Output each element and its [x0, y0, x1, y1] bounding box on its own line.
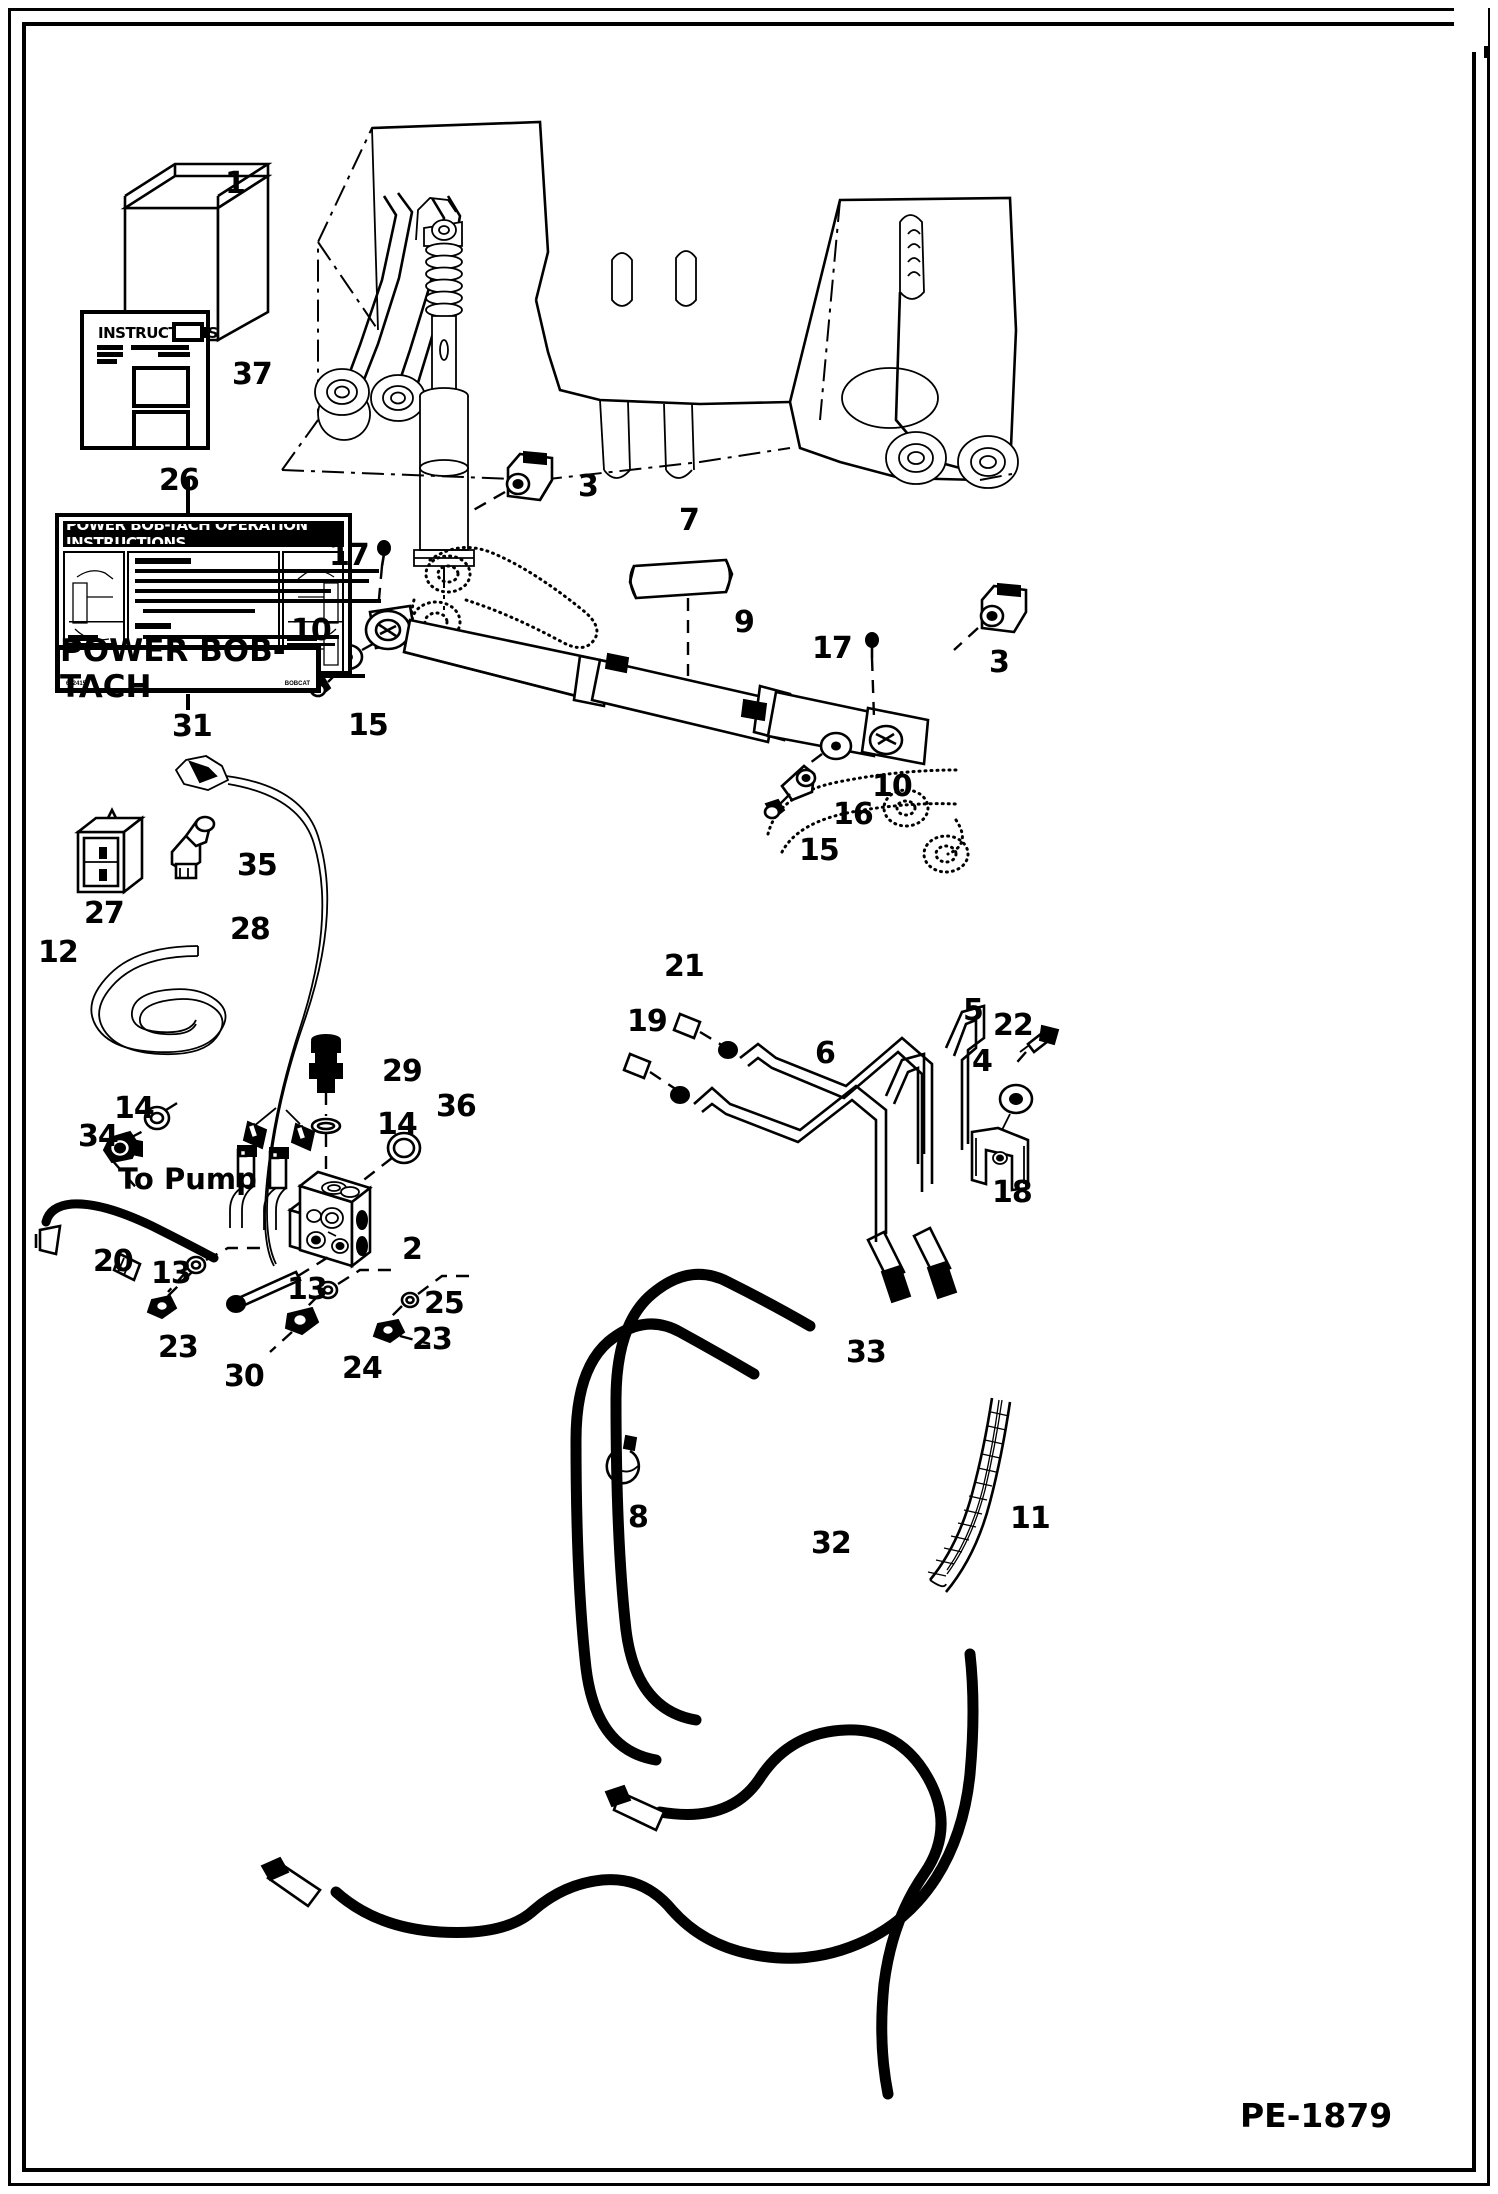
callout-hose-long-lower: 32: [811, 1526, 852, 1561]
part-8-hose-clamp: [605, 1434, 641, 1485]
hydraulic-hose-routing: [260, 1012, 979, 2100]
part-7-cover-shield: [628, 558, 734, 676]
part-29-fitting-adapter: [309, 1034, 343, 1116]
part-24-fitting-center: [269, 1306, 320, 1353]
callout-hose-lower: 19: [627, 1004, 668, 1039]
decal-26-title: POWER BOB-TACH OPERATION INSTRUCTIONS: [63, 521, 344, 547]
callout-hose-upper: 21: [664, 949, 705, 984]
bob-tach-frame-assembly: [281, 120, 1019, 610]
callout-tube-line-right: 5: [963, 993, 984, 1028]
part-36-o-ring-right: [355, 1131, 422, 1187]
tube-lines-5-6: [693, 1004, 986, 1242]
callout-bracket-upper-right: 3: [989, 645, 1010, 680]
decal-31-text: POWER BOB-TACH: [60, 633, 286, 705]
page-border-outer: [8, 8, 1490, 2186]
callout-washer-lock: 25: [424, 1286, 465, 1321]
callout-wire-harness: 28: [230, 912, 271, 947]
part-34-adapter: [102, 1120, 161, 1193]
callout-power-bob-tach-decal: 31: [172, 709, 213, 744]
callout-operation-instructions-decal: 26: [159, 463, 200, 498]
callout-valve-manifold: 2: [402, 1232, 423, 1267]
sheet-37-fig-2: [132, 410, 190, 450]
callout-bracket-upper-left: 3: [578, 469, 599, 504]
leader-31: [186, 694, 190, 710]
callout-hose-long-upper: 33: [846, 1335, 887, 1370]
callout-rocker-switch: 27: [84, 896, 125, 931]
callout-cylinder-assembly: 9: [734, 605, 755, 640]
drawing-number: PE-1879: [1240, 2096, 1393, 2135]
part-14-o-ring-upper: [310, 1117, 342, 1186]
part-25-23-right: [372, 1274, 474, 1346]
callout-cotter-pin-left: 17: [329, 538, 370, 573]
decal-31-corner-left: 6724156: [66, 681, 90, 687]
callout-bolt-center: 13: [287, 1272, 328, 1307]
sheet-instructions: INSTRUCTIONS: [80, 310, 218, 450]
border-break: [1454, 6, 1488, 52]
decal-26-right-art: [282, 551, 344, 677]
part-3-bracket-right: [953, 582, 1028, 651]
part-12-coiled-tubing: [90, 945, 227, 1056]
part-27-rocker-switch: [74, 807, 146, 895]
callout-fitting-adapter: 29: [382, 1054, 423, 1089]
part-22-4-18: [970, 1024, 1060, 1192]
part-10-16-15-right: [763, 731, 853, 820]
callout-washer-right: 10: [872, 769, 913, 804]
to-pump-label: To Pump: [118, 1162, 257, 1196]
part-17-cotter-pin-right: [865, 632, 879, 719]
callout-nut-left: 23: [158, 1330, 199, 1365]
part-20-hose-to-pump: [34, 1199, 219, 1320]
callout-elbow-fitting: 35: [237, 848, 278, 883]
callout-hose-clamp: 8: [628, 1500, 649, 1535]
callout-o-ring-left: 14: [114, 1091, 155, 1126]
callout-nut-right: 23: [412, 1322, 453, 1357]
callout-pin-right: 15: [799, 833, 840, 868]
page-border-inner: [22, 22, 1476, 2172]
part-35-elbow-fitting: [170, 815, 216, 880]
callout-tube-line-left: 6: [815, 1036, 836, 1071]
callout-o-ring-right: 36: [436, 1089, 477, 1124]
part-13-bolt-center: [303, 1268, 392, 1311]
callout-clamp-bracket: 18: [992, 1175, 1033, 1210]
decal-power-bob-tach: POWER BOB-TACH BOBCAT 6724156: [55, 633, 321, 705]
callout-instructions-sheet: 37: [232, 357, 273, 392]
part-13-bolt-left: [167, 1246, 260, 1293]
sheet-37-logo-box: [172, 322, 204, 342]
part-30-bolt-long: [226, 1254, 331, 1313]
callout-adapter-fitting: 34: [78, 1119, 119, 1154]
callout-box-kit: 1: [225, 166, 246, 201]
callout-rod-end-clevis: 16: [833, 797, 874, 832]
callout-bolt-left: 13: [151, 1256, 192, 1291]
leader-26: [186, 478, 190, 514]
part-14-o-ring-left: [143, 1098, 183, 1131]
callout-o-ring-upper: 14: [377, 1107, 418, 1142]
sheet-37-fig-1: [132, 366, 190, 408]
callout-fitting-center: 24: [342, 1351, 383, 1386]
part-11-spring-guard: [927, 1397, 1012, 1593]
part-2-valve-manifold: [229, 1145, 373, 1269]
callout-washer-bracket: 4: [972, 1044, 993, 1079]
callout-washer-left: 10: [291, 613, 332, 648]
part-1-box-kit: [120, 162, 273, 343]
callout-cotter-pin-right: 17: [812, 631, 853, 666]
part-3-bracket-left: [469, 450, 554, 514]
decal-31-corner-right: BOBCAT: [284, 681, 310, 687]
border-break-tick: [1484, 46, 1490, 58]
callout-bolt-long: 30: [224, 1359, 265, 1394]
part-17-cotter-pin-left: [376, 540, 391, 611]
callout-screw: 22: [993, 1008, 1034, 1043]
callout-coiled-tubing: 12: [38, 935, 79, 970]
part-9-cylinder-assembly: [364, 604, 930, 766]
callout-cover-shield: 7: [679, 503, 700, 538]
callout-spring-guard-sleeve: 11: [1010, 1501, 1051, 1536]
callout-hose-to-pump: 20: [93, 1244, 134, 1279]
callout-pin-left: 15: [348, 708, 389, 743]
